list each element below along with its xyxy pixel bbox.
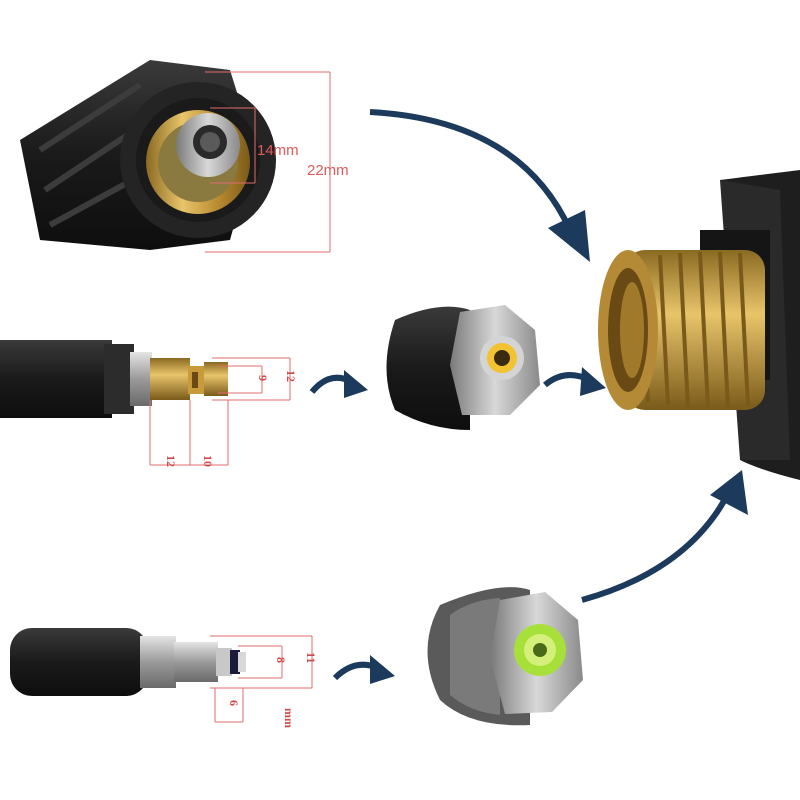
curved-arrow-icon	[369, 109, 590, 262]
plug1-dimension-lines	[149, 357, 291, 466]
curved-arrow-icon	[309, 370, 368, 398]
plug1-dim-d-label: 10	[201, 455, 215, 467]
curved-arrow-icon	[543, 367, 606, 396]
plug2-dim-c-label: 6	[227, 700, 241, 706]
adapter-yellow-insert	[386, 305, 540, 430]
plug1-dim-c-label: 12	[164, 455, 178, 467]
m22-inner-diameter-label: 14mm	[257, 142, 299, 159]
plug2-unit-label: mm	[282, 708, 296, 728]
adapter-green-insert	[427, 587, 583, 726]
plug2-dimension-lines	[210, 635, 313, 723]
plug2-dim-a-label: 11	[304, 652, 318, 664]
plug1-dim-a-label: 12	[284, 370, 298, 382]
m22-dimension-lines	[205, 71, 331, 253]
m22-female-nut	[20, 60, 276, 250]
m22-outer-diameter-label: 22mm	[307, 162, 349, 179]
curved-arrow-icon	[581, 470, 748, 603]
plug2-dim-b-label: 8	[274, 657, 288, 663]
plug1-dim-b-label: 9	[256, 375, 270, 381]
hose-steel-plug	[10, 628, 246, 696]
curved-arrow-icon	[332, 655, 395, 684]
hose-brass-plug	[0, 340, 228, 418]
machine-m22-male-thread	[598, 170, 800, 480]
